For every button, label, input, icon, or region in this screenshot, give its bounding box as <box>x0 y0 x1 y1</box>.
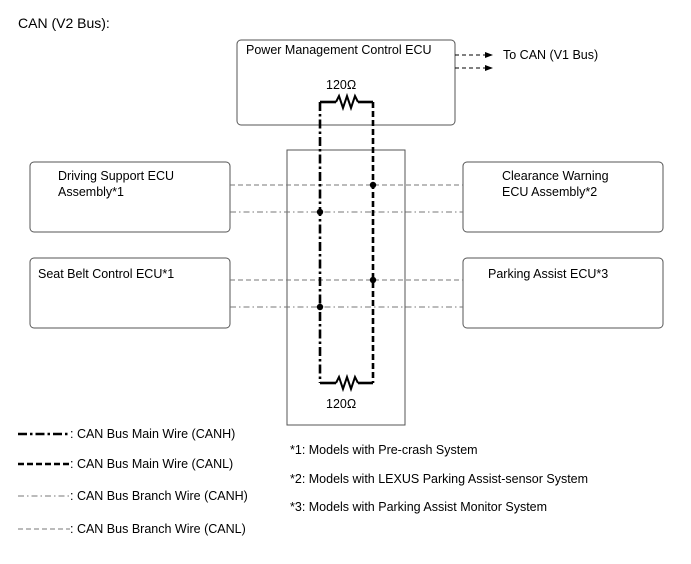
footnote: *2: Models with LEXUS Parking Assist-sen… <box>290 472 588 486</box>
seat-belt-control-ecu-box <box>29 257 231 329</box>
resistor-top-label: 120Ω <box>326 78 356 92</box>
legend-label: : CAN Bus Main Wire (CANH) <box>70 427 235 441</box>
legend-label: : CAN Bus Branch Wire (CANL) <box>70 522 246 536</box>
footnote: *3: Models with Parking Assist Monitor S… <box>290 500 547 514</box>
clearance-warning-ecu-label-line2: ECU Assembly*2 <box>502 185 597 199</box>
seat-belt-control-ecu-label: Seat Belt Control ECU*1 <box>38 267 174 281</box>
legend-label: : CAN Bus Main Wire (CANL) <box>70 457 233 471</box>
power-management-ecu-box <box>236 39 456 126</box>
driving-support-ecu-label-line1: Driving Support ECU <box>58 169 174 183</box>
junction-connector-box <box>286 149 406 426</box>
resistor-bottom-label: 120Ω <box>326 397 356 411</box>
footnotes: *1: Models with Pre-crash System *2: Mod… <box>290 443 588 514</box>
driving-support-ecu-label-line2: Assembly*1 <box>58 185 124 199</box>
power-management-ecu-label: Power Management Control ECU <box>246 43 432 57</box>
legend: : CAN Bus Main Wire (CANH) : CAN Bus Mai… <box>18 427 248 536</box>
junction-node <box>369 181 377 189</box>
clearance-warning-ecu-label-line1: Clearance Warning <box>502 169 609 183</box>
terminating-resistor-top <box>320 92 373 112</box>
driving-support-ecu-box <box>29 161 231 233</box>
to-can-v1-arrows <box>455 52 493 71</box>
junction-node <box>316 303 324 311</box>
parking-assist-ecu-box <box>462 257 664 329</box>
junction-node <box>369 276 377 284</box>
to-can-v1-label: To CAN (V1 Bus) <box>503 48 598 62</box>
diagram-title: CAN (V2 Bus): <box>18 15 110 31</box>
terminating-resistor-bottom <box>320 373 373 393</box>
legend-label: : CAN Bus Branch Wire (CANH) <box>70 489 248 503</box>
footnote: *1: Models with Pre-crash System <box>290 443 478 457</box>
junction-node <box>316 208 324 216</box>
clearance-warning-ecu-box <box>462 161 664 233</box>
parking-assist-ecu-label: Parking Assist ECU*3 <box>488 267 608 281</box>
